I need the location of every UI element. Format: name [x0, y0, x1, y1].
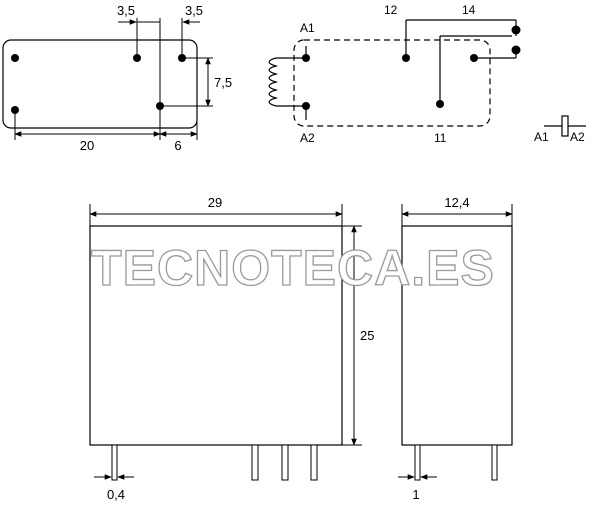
footprint-outline: [2, 39, 198, 129]
watermark-text: TECNOTECA.ES: [91, 240, 495, 296]
dim-label-7-5: 7,5: [214, 75, 232, 90]
dim-label-6: 6: [174, 138, 181, 153]
coil-winding: [268, 57, 306, 107]
side-body: [401, 225, 513, 446]
schematic-pin-11: [436, 100, 444, 108]
schematic-label-14: 14: [462, 3, 476, 17]
front-body: [89, 225, 343, 446]
dim-label-3-5-right: 3,5: [185, 3, 203, 18]
dim-label-25: 25: [360, 328, 374, 343]
coil-symbol: A1 A2: [534, 115, 586, 144]
schematic-dashed-box: [293, 39, 491, 127]
schematic-label-a1: A1: [300, 21, 315, 35]
schematic-label-12: 12: [384, 3, 398, 17]
pcb-footprint: 3,5 3,5 7,5 20 6: [2, 3, 232, 153]
schematic-pin-14: [470, 54, 478, 62]
footprint-pin-a1: [11, 54, 19, 62]
dim-label-3-5-left: 3,5: [117, 3, 135, 18]
side-pin-left: [414, 444, 421, 481]
side-pin-right: [491, 444, 498, 481]
schematic-pin-a2: [302, 102, 310, 110]
coil-symbol-a1: A1: [534, 130, 549, 144]
schematic-pin-12: [402, 54, 410, 62]
dim-label-29: 29: [208, 195, 222, 210]
front-pin-2: [281, 444, 289, 481]
front-pin-3: [310, 444, 318, 481]
front-pin-left: [111, 444, 118, 481]
dim-label-1: 1: [412, 487, 419, 502]
dim-label-0-4: 0,4: [107, 487, 125, 502]
dim-label-20: 20: [80, 138, 94, 153]
schematic-label-11: 11: [434, 131, 447, 145]
coil-symbol-box: [561, 115, 569, 137]
schematic-contact-nc: [511, 25, 521, 35]
dim-label-12-4: 12,4: [444, 195, 469, 210]
contact-schematic: A1 A2 12 14 11: [268, 3, 521, 145]
schematic-label-a2: A2: [300, 131, 315, 145]
schematic-pin-a1: [302, 54, 310, 62]
front-pin-1: [251, 444, 259, 481]
front-view: 29 25 0,4: [89, 195, 374, 502]
coil-symbol-a2: A2: [570, 130, 585, 144]
side-view: 12,4 1: [398, 195, 513, 502]
